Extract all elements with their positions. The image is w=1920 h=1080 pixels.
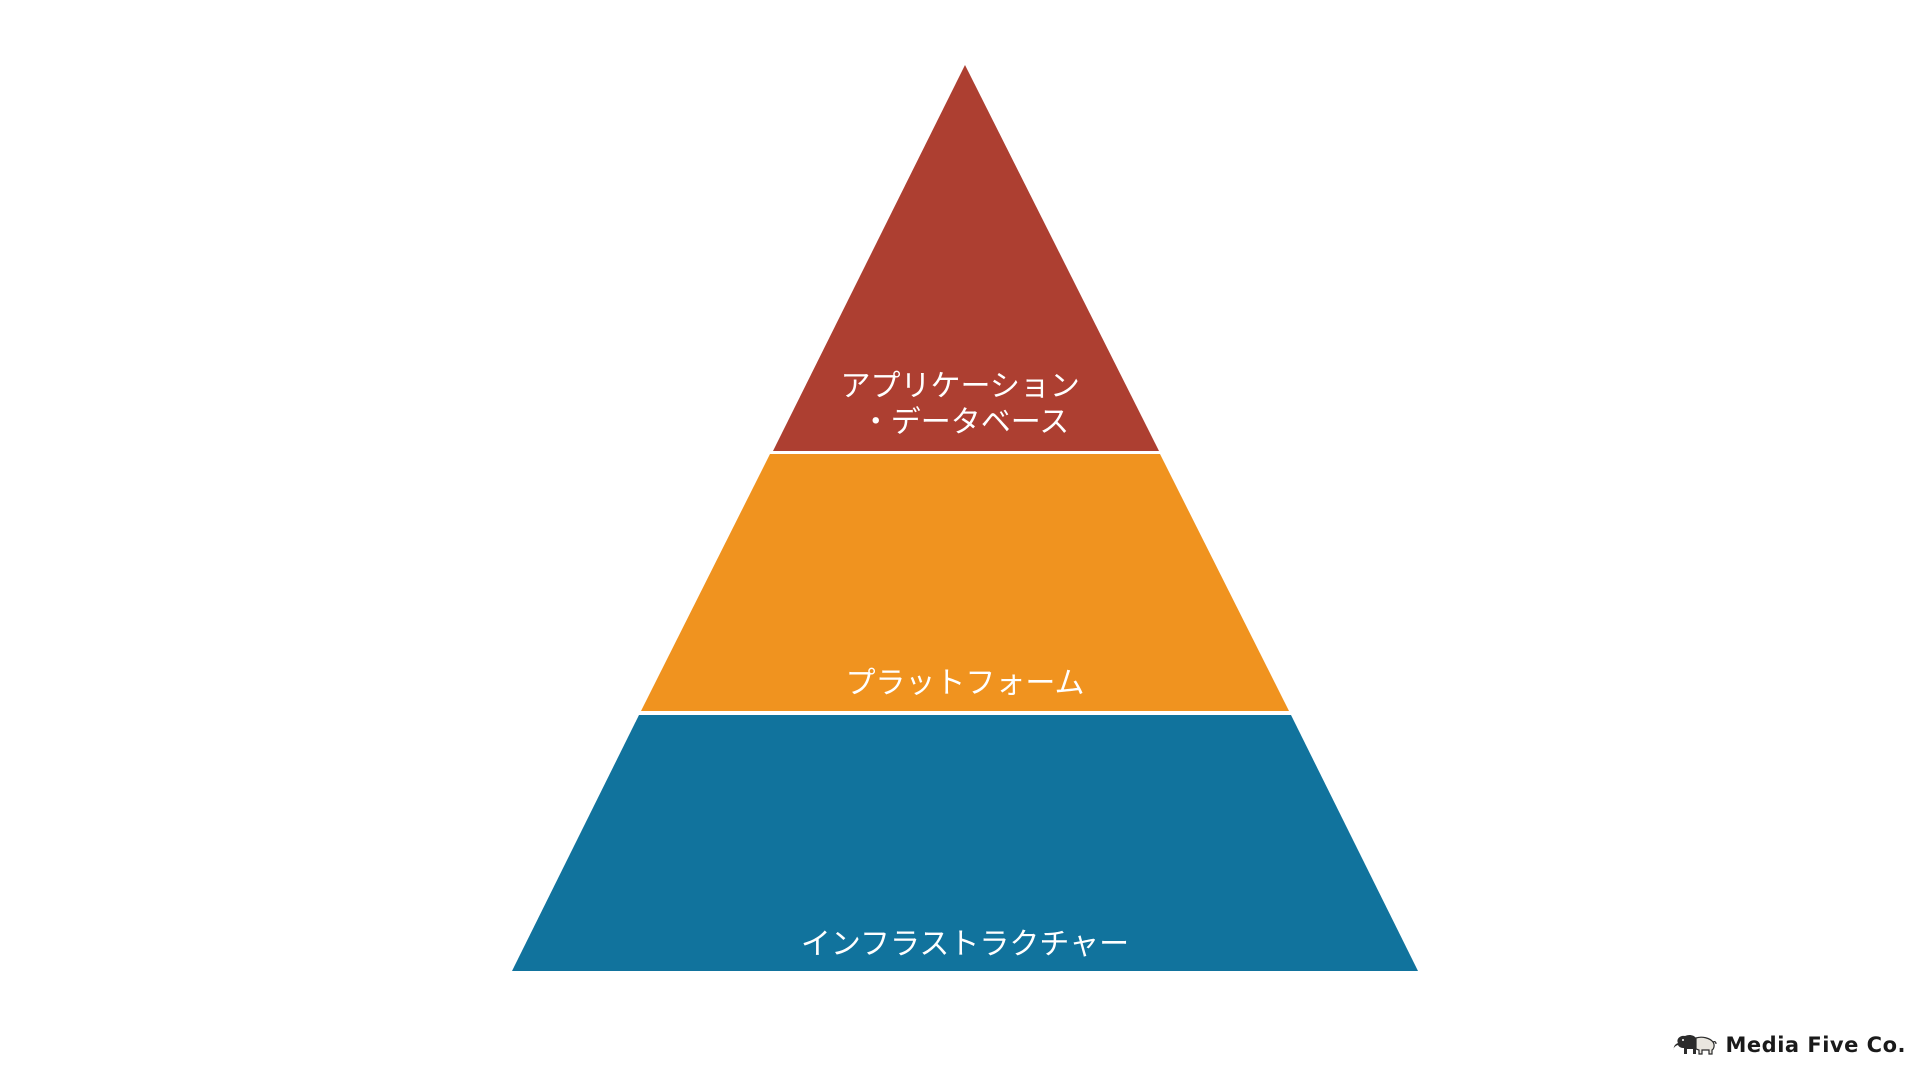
pyramid-tier-top: アプリケーション ・データベース [773,65,1159,451]
tier-top-label-line-2: ・データベース [861,405,1070,440]
company-logo: Media Five Co. [1672,1030,1906,1060]
tier-middle-label: プラットフォーム [845,666,1084,701]
tier-top-shape [773,65,1159,451]
tapir-icon [1673,1034,1717,1055]
pyramid-tier-middle: プラットフォーム [641,454,1289,711]
tier-bottom-shape [512,715,1418,971]
logo-text: Media Five Co. [1725,1033,1906,1057]
tier-middle-shape [641,454,1289,711]
tier-top-label-line-1: アプリケーション [841,369,1080,404]
pyramid-tier-bottom: インフラストラクチャー [512,715,1418,971]
tier-top-label: アプリケーション ・データベース [841,369,1090,440]
tier-bottom-label: インフラストラクチャー [801,927,1129,962]
